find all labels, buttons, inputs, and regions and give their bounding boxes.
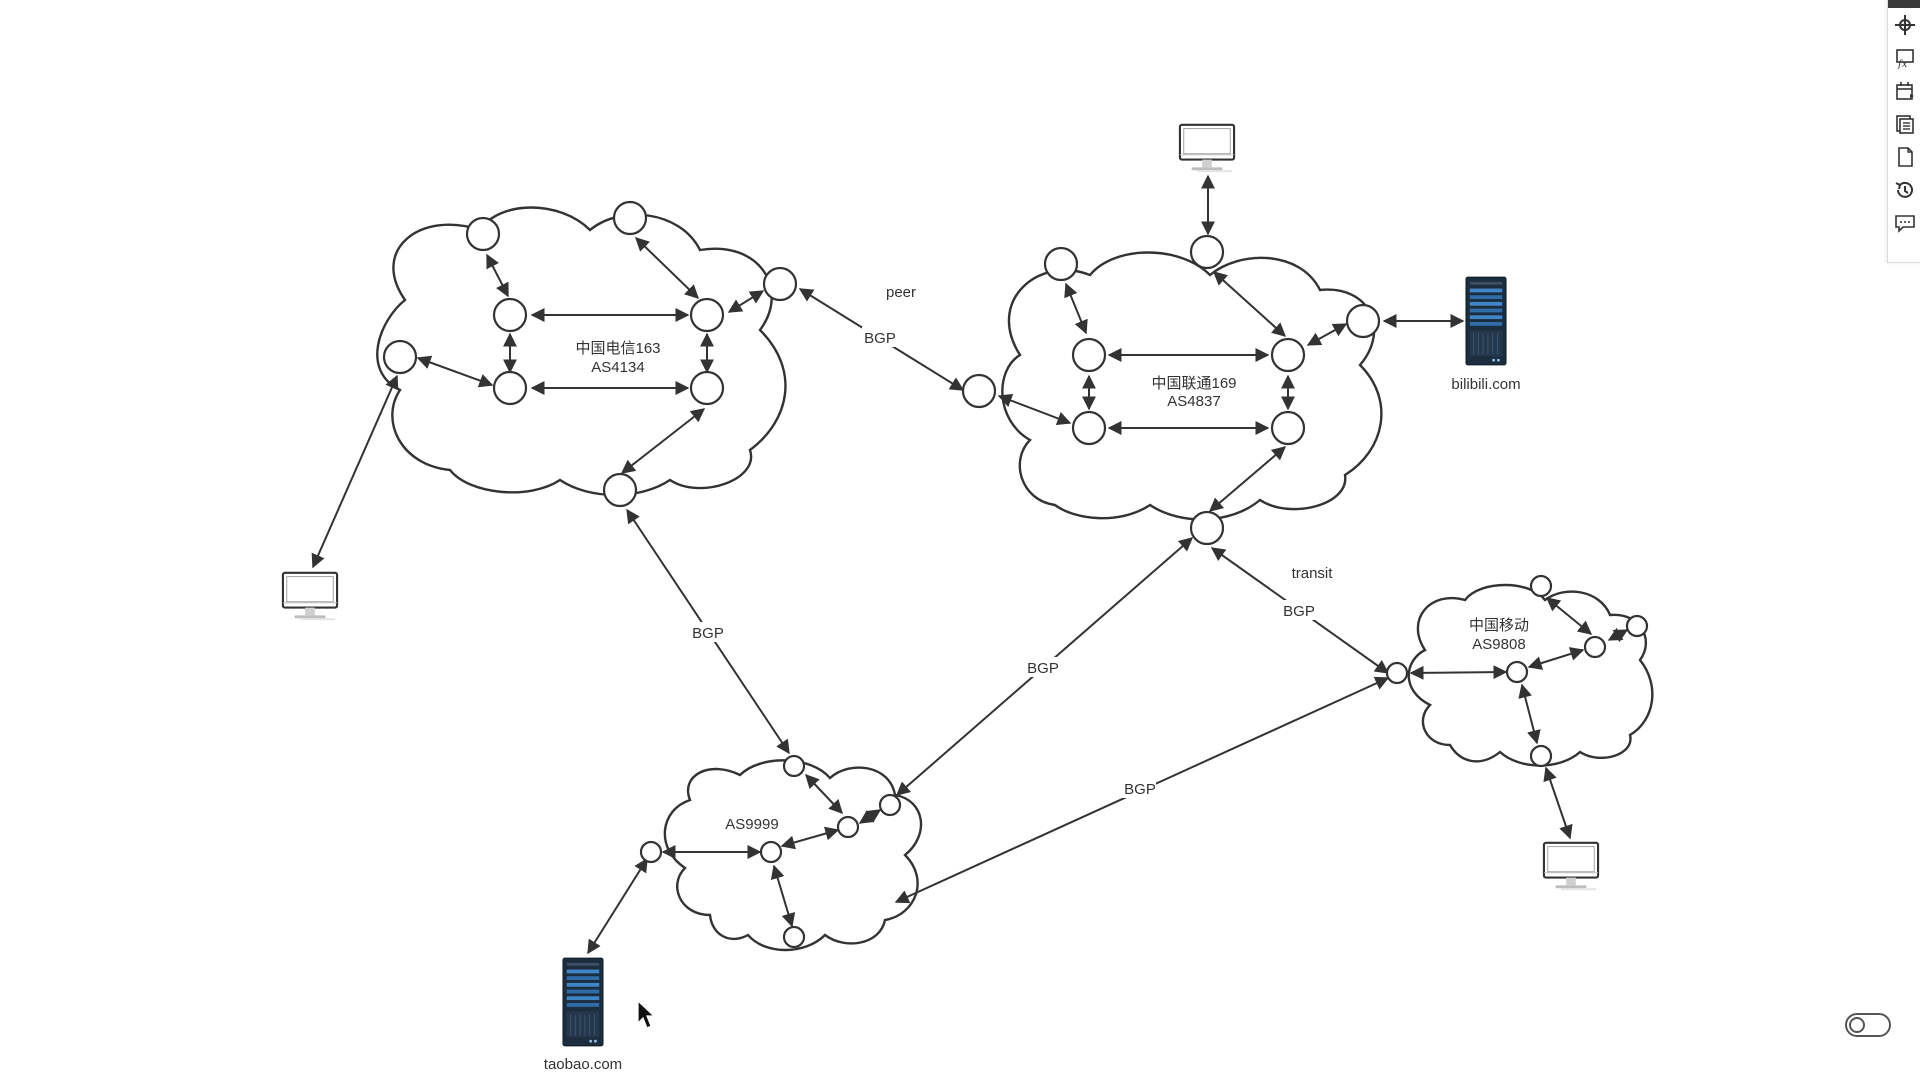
edge-group-mobile xyxy=(1409,597,1629,840)
router-node[interactable] xyxy=(1043,246,1079,282)
page-icon[interactable] xyxy=(1888,140,1920,173)
crosshair-icon[interactable] xyxy=(1888,8,1920,41)
cloud-as9999 xyxy=(663,759,923,952)
as-mobile-name: 中国移动 xyxy=(1469,617,1529,634)
toggle-switch[interactable] xyxy=(1845,1013,1891,1037)
link-label-bgp-unicom-9999: BGP xyxy=(1027,660,1059,677)
nodes-telecom xyxy=(382,200,798,508)
router-node[interactable] xyxy=(1270,410,1306,446)
router-node[interactable] xyxy=(1625,614,1649,638)
edge-group-hosts xyxy=(311,374,648,955)
nodes-as9999 xyxy=(639,754,902,949)
router-node[interactable] xyxy=(1071,410,1107,446)
link-label-transit: transit xyxy=(1292,565,1334,582)
computer-icon-bottom-right[interactable] xyxy=(1542,841,1600,892)
edge-group-unicom xyxy=(997,174,1465,512)
comment-icon[interactable] xyxy=(1888,206,1920,239)
edge-group-telecom xyxy=(416,237,765,474)
link-label-bgp-mobile-9999: BGP xyxy=(1124,781,1156,798)
svg-text:fx: fx xyxy=(1897,59,1908,69)
as-unicom-name: 中国联通169 xyxy=(1151,375,1236,392)
router-node[interactable] xyxy=(782,925,806,949)
router-node[interactable] xyxy=(1529,574,1553,598)
router-node[interactable] xyxy=(1529,744,1553,768)
link-label-bgp-unicom-mobile: BGP xyxy=(1283,603,1315,620)
as-telecom-name: 中国电信163 xyxy=(575,340,660,357)
router-node[interactable] xyxy=(1345,303,1381,339)
layers-icon[interactable] xyxy=(1888,107,1920,140)
router-node[interactable] xyxy=(762,266,798,302)
calendar-icon[interactable] xyxy=(1888,74,1920,107)
host-label-bilibili: bilibili.com xyxy=(1451,376,1520,393)
router-node[interactable] xyxy=(759,840,783,864)
server-icon-bilibili[interactable] xyxy=(1465,276,1507,366)
computer-icon-left[interactable] xyxy=(281,571,339,622)
router-node[interactable] xyxy=(1189,510,1225,546)
formula-icon[interactable]: fx xyxy=(1888,41,1920,74)
router-node[interactable] xyxy=(492,297,528,333)
as-9999-asn: AS9999 xyxy=(725,816,778,833)
router-node[interactable] xyxy=(689,370,725,406)
router-node[interactable] xyxy=(612,200,648,236)
server-icon-taobao[interactable] xyxy=(562,957,604,1047)
toggle-knob xyxy=(1849,1017,1865,1033)
router-node[interactable] xyxy=(602,472,638,508)
router-node[interactable] xyxy=(382,339,418,375)
router-node[interactable] xyxy=(1385,661,1409,685)
router-node[interactable] xyxy=(961,373,997,409)
mouse-pointer-icon xyxy=(637,1000,656,1029)
host-label-taobao: taobao.com xyxy=(544,1056,622,1073)
history-icon[interactable] xyxy=(1888,173,1920,206)
router-node[interactable] xyxy=(689,297,725,333)
cloud-mobile xyxy=(1407,583,1654,767)
router-node[interactable] xyxy=(1583,635,1607,659)
nodes-mobile xyxy=(1385,574,1649,768)
router-node[interactable] xyxy=(782,754,806,778)
bgp-labels: BGP BGP BGP BGP BGP xyxy=(690,327,1315,798)
toolbar-top-strip xyxy=(1888,0,1920,8)
as-mobile-asn: AS9808 xyxy=(1472,636,1525,653)
router-node[interactable] xyxy=(492,370,528,406)
router-node[interactable] xyxy=(1189,234,1225,270)
router-node[interactable] xyxy=(836,815,860,839)
router-node[interactable] xyxy=(878,793,902,817)
as-unicom-asn: AS4837 xyxy=(1167,393,1220,410)
as-telecom-asn: AS4134 xyxy=(591,359,644,376)
edge-group-as9999 xyxy=(661,773,882,928)
router-node[interactable] xyxy=(639,840,663,864)
link-label-bgp-telecom-9999: BGP xyxy=(692,625,724,642)
right-toolbar: fx xyxy=(1887,0,1920,263)
link-label-peer: peer xyxy=(886,284,916,301)
router-node[interactable] xyxy=(465,216,501,252)
router-node[interactable] xyxy=(1071,337,1107,373)
computer-icon-top[interactable] xyxy=(1178,123,1236,174)
nodes-unicom xyxy=(961,234,1381,546)
link-label-bgp-telecom-unicom: BGP xyxy=(864,330,896,347)
router-node[interactable] xyxy=(1505,660,1529,684)
router-node[interactable] xyxy=(1270,337,1306,373)
